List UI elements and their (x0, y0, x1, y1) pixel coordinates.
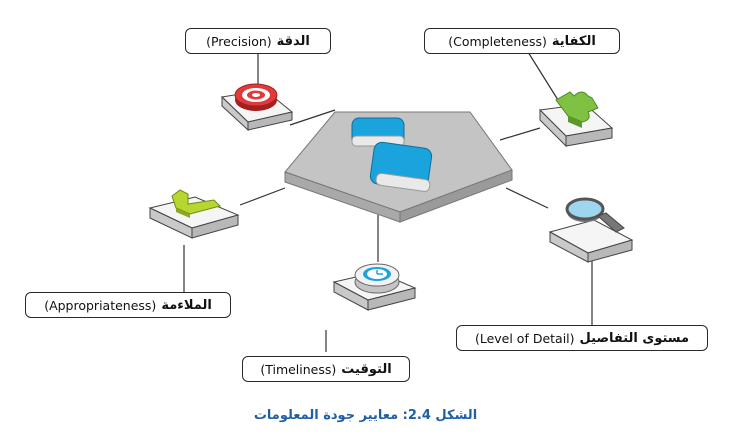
appropriateness-tile (148, 189, 240, 239)
label-appropriateness-en: (Appropriateness) (44, 297, 157, 313)
connector-completeness (527, 51, 559, 101)
clock-icon (354, 263, 400, 294)
label-completeness-en: (Completeness) (448, 33, 547, 49)
label-detail-en: (Level of Detail) (474, 330, 575, 346)
label-completeness: الكفاية (Completeness) (424, 28, 620, 54)
label-completeness-ar: الكفاية (551, 33, 596, 49)
connector-appropriateness-hub (239, 187, 286, 206)
label-precision: الدقة (Precision) (185, 28, 331, 54)
connector-detail-hub (505, 187, 549, 209)
puzzle-icon (555, 91, 599, 128)
completeness-tile (538, 91, 614, 148)
label-appropriateness: الملاءمة (Appropriateness) (25, 292, 231, 318)
connector-precision-hub (289, 109, 336, 126)
timeliness-tile (332, 263, 417, 311)
precision-tile (220, 83, 294, 132)
label-timeliness-ar: التوقيت (341, 361, 392, 377)
label-timeliness: التوقيت (Timeliness) (242, 356, 410, 382)
ruler-icon (171, 189, 221, 218)
figure-caption: الشكل 2.4: معايير جودة المعلومات (253, 408, 478, 423)
detail-tile (548, 197, 634, 263)
magnifier-icon (565, 197, 625, 233)
label-detail: مستوى التفاصيل (Level of Detail) (456, 325, 708, 351)
label-precision-ar: الدقة (276, 33, 310, 49)
label-appropriateness-ar: الملاءمة (161, 297, 212, 313)
blue-blocks-icon (351, 117, 433, 192)
label-precision-en: (Precision) (206, 33, 272, 49)
label-timeliness-en: (Timeliness) (260, 361, 337, 377)
target-icon (234, 83, 278, 111)
connector-completeness-hub (499, 127, 541, 141)
label-detail-ar: مستوى التفاصيل (579, 330, 690, 346)
connector-lines (183, 51, 593, 352)
